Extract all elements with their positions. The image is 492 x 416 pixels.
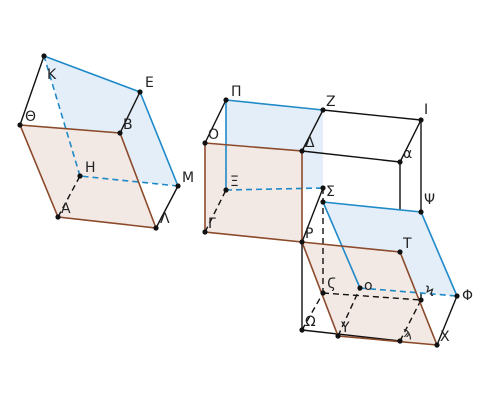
label-Tau: Τ bbox=[402, 236, 412, 252]
label-Xi: Ξ bbox=[230, 174, 239, 190]
label-Psi: Ψ bbox=[424, 192, 435, 208]
label-Sampi: ϡ bbox=[403, 325, 412, 341]
edge-M-H-hidden bbox=[79, 175, 179, 187]
point-Koppa bbox=[418, 297, 424, 303]
edge-Z-I bbox=[322, 109, 422, 121]
vertices bbox=[17, 53, 460, 348]
edge-Omega-Varsigma-hidden bbox=[301, 292, 324, 331]
point-Phi bbox=[454, 293, 460, 299]
label-M: Μ bbox=[182, 170, 194, 186]
point-Sigma-lower bbox=[320, 199, 326, 205]
label-omicron: ο bbox=[364, 278, 373, 294]
right-solid bbox=[204, 99, 458, 346]
point-E bbox=[137, 89, 143, 95]
point-I bbox=[418, 117, 424, 123]
point-Xi bbox=[223, 187, 229, 193]
point-Omega bbox=[299, 327, 305, 333]
point-M bbox=[175, 183, 181, 189]
point-K bbox=[41, 53, 47, 59]
label-A: Α bbox=[61, 201, 71, 217]
point-H bbox=[77, 173, 83, 179]
label-Chi: Χ bbox=[440, 329, 450, 345]
edge-Xi-Sigma-hidden bbox=[225, 187, 324, 191]
edge-Pi-Z bbox=[225, 99, 324, 111]
edge-omicron-Phi-hidden bbox=[359, 287, 458, 297]
label-K: Κ bbox=[47, 67, 57, 83]
point-Rho bbox=[299, 239, 305, 245]
label-I: Ι bbox=[424, 102, 428, 118]
edge-Sigma-Rho bbox=[301, 187, 324, 243]
point-Varsigma bbox=[320, 290, 326, 296]
edge-A-H-hidden bbox=[57, 175, 81, 218]
edge-Z-Delta bbox=[301, 109, 324, 152]
label-Z: Ζ bbox=[326, 94, 336, 110]
edge-Chi-Phi bbox=[436, 295, 458, 346]
label-Sigma: Σ bbox=[326, 184, 335, 200]
point-Psi bbox=[418, 209, 424, 215]
label-E: Ε bbox=[145, 75, 154, 91]
edge-Sigma-Psi bbox=[322, 201, 422, 213]
point-Sampi bbox=[397, 338, 403, 344]
label-Pi: Π bbox=[231, 84, 242, 100]
label-O: Ο bbox=[208, 127, 219, 143]
edge-Sampi-Koppa-hidden bbox=[399, 299, 422, 342]
edge-H-K-hidden bbox=[43, 55, 81, 177]
edge-Theta-K bbox=[19, 55, 45, 126]
point-Pi bbox=[223, 97, 229, 103]
left-solid bbox=[18, 55, 179, 229]
edge-E-M bbox=[139, 91, 179, 187]
edge-Varsigma-Koppa-hidden bbox=[322, 292, 422, 301]
point-B bbox=[117, 130, 123, 136]
label-H: Η bbox=[85, 160, 96, 176]
point-A bbox=[55, 214, 61, 220]
lower-front-face bbox=[302, 242, 437, 345]
edge-Sigma-omicron bbox=[322, 201, 361, 289]
upper-front-face bbox=[205, 143, 302, 242]
label-Omega: Ω bbox=[305, 314, 316, 330]
point-Lambda bbox=[153, 225, 159, 231]
edge-Omega-Sampi bbox=[301, 329, 401, 342]
vertex-labels: Κ Ε Θ Β Η Μ Α Λ Π Ζ Ι Ο Δ α Ξ Σ Ψ Γ Ρ Τ … bbox=[25, 67, 473, 345]
point-omicron bbox=[357, 285, 363, 291]
label-B: Β bbox=[123, 117, 133, 133]
point-Sigma-upper bbox=[320, 185, 326, 191]
edge-Upsilon-Varsigma-hidden bbox=[337, 287, 361, 337]
label-Gamma: Γ bbox=[208, 216, 216, 232]
point-Upsilon bbox=[335, 333, 341, 339]
label-Upsilon: Υ bbox=[340, 320, 350, 336]
point-Chi bbox=[434, 342, 440, 348]
label-Koppa: Ϟ bbox=[425, 284, 434, 300]
point-Tau bbox=[397, 249, 403, 255]
edge-Psi-Phi bbox=[420, 211, 458, 297]
label-Varsigma: Ϛ bbox=[327, 276, 336, 292]
edge-I-alpha bbox=[399, 119, 422, 163]
edge-Delta-alpha bbox=[301, 150, 401, 163]
point-alpha bbox=[397, 159, 403, 165]
edge-Lambda-M bbox=[155, 185, 179, 229]
point-Z bbox=[320, 107, 326, 113]
point-O bbox=[202, 140, 208, 146]
label-Rho: Ρ bbox=[305, 226, 313, 242]
edge-K-E bbox=[43, 55, 141, 93]
label-Phi: Φ bbox=[462, 288, 473, 304]
edge-B-E bbox=[119, 91, 141, 134]
point-Gamma bbox=[202, 229, 208, 235]
label-Theta: Θ bbox=[25, 109, 36, 125]
point-Theta bbox=[17, 122, 23, 128]
edge-Omicron-Pi bbox=[204, 99, 227, 144]
label-alpha: α bbox=[403, 146, 412, 162]
label-Lambda: Λ bbox=[160, 211, 170, 227]
label-Delta: Δ bbox=[305, 135, 315, 151]
point-Delta bbox=[299, 148, 305, 154]
edge-Gamma-Xi-hidden bbox=[204, 189, 227, 233]
